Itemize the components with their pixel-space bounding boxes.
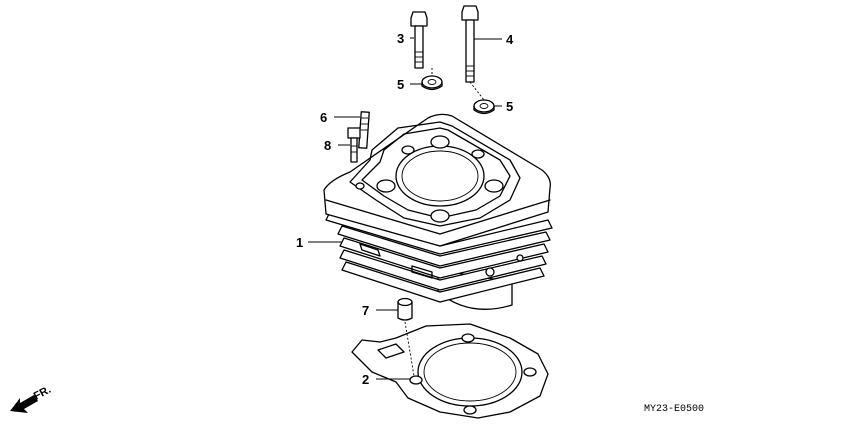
callout-label: 5 — [397, 77, 404, 92]
washer-b — [473, 99, 495, 115]
callout-label: 5 — [506, 99, 513, 114]
callout-label: 8 — [324, 138, 331, 153]
dowel-pin — [397, 297, 413, 321]
direction-label: FR. — [32, 384, 53, 403]
alignment-guides — [404, 68, 485, 377]
cylinder-base-gasket — [351, 323, 549, 419]
diagram-code: MY23-E0500 — [644, 404, 704, 415]
front-direction-arrow-icon: FR. — [10, 384, 53, 413]
callouts: 3 4 5 5 6 8 1 7 2 — [296, 31, 514, 387]
callout-label: 3 — [397, 31, 404, 46]
callout-label: 2 — [362, 372, 369, 387]
callout-label: 7 — [362, 303, 369, 318]
callout-label: 1 — [296, 235, 303, 250]
flange-bolt — [347, 127, 361, 163]
cylinder-bolt-short — [410, 11, 428, 69]
cylinder-block — [323, 113, 553, 310]
washer-a — [421, 75, 443, 91]
callout-label: 4 — [506, 32, 514, 47]
callout-label: 6 — [320, 110, 327, 125]
cylinder-bolt-long — [461, 5, 479, 83]
